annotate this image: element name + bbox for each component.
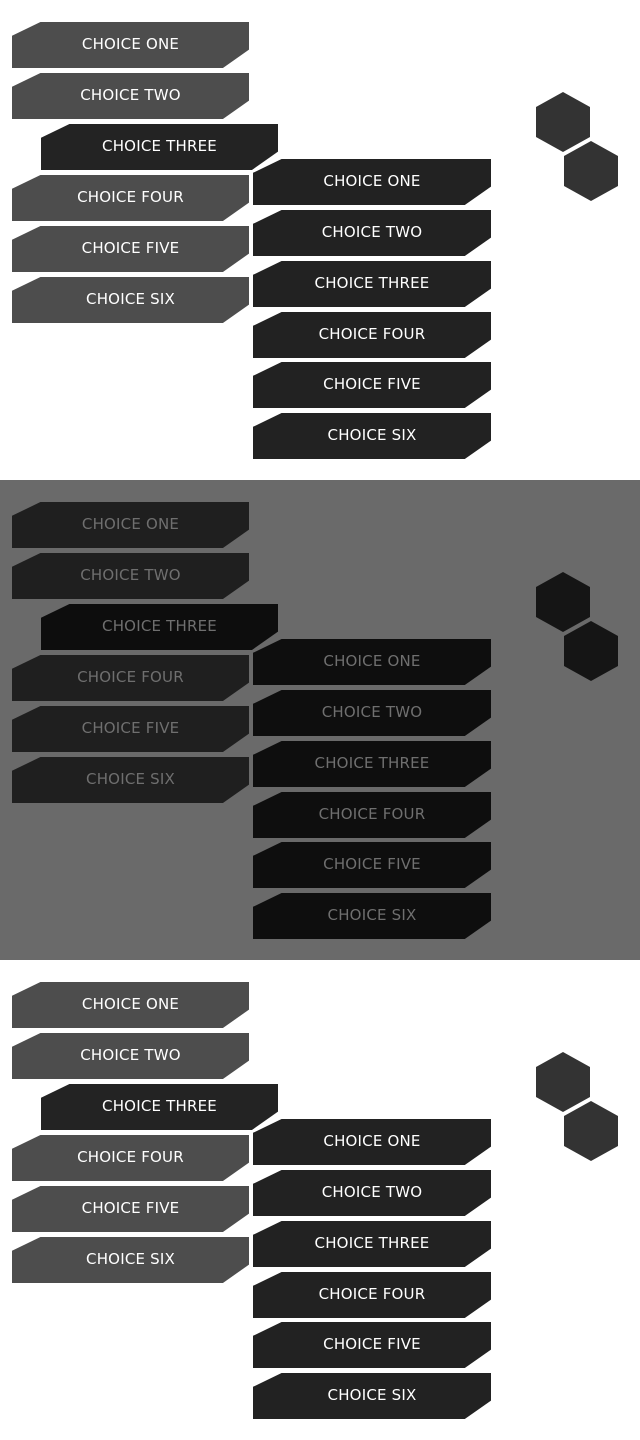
choice-label: CHOICE TWO: [80, 1046, 181, 1064]
hexagon-icon: [564, 141, 618, 201]
main-menu-choice-six: CHOICE SIX: [12, 757, 249, 803]
choice-label: CHOICE THREE: [314, 754, 430, 772]
sub-menu-choice-five[interactable]: CHOICE FIVE: [253, 362, 491, 408]
hexagon-icon: [536, 1052, 590, 1112]
main-menu-choice-five: CHOICE FIVE: [12, 706, 249, 752]
choice-label: CHOICE SIX: [327, 426, 417, 444]
sub-menu-choice-two: CHOICE TWO: [253, 690, 491, 736]
sub-menu-choice-six[interactable]: CHOICE SIX: [253, 1373, 491, 1419]
choice-label: CHOICE SIX: [86, 1250, 175, 1268]
sub-menu-choice-one[interactable]: CHOICE ONE: [253, 1119, 491, 1165]
main-menu-choice-two[interactable]: CHOICE TWO: [12, 73, 249, 119]
main-menu-choice-five[interactable]: CHOICE FIVE: [12, 1186, 249, 1232]
menu-panel-dimmed: CHOICE ONE CHOICE TWO CHOICE THREE CHOIC…: [0, 480, 640, 960]
sub-menu-choice-four: CHOICE FOUR: [253, 792, 491, 838]
choice-label: CHOICE FOUR: [318, 1285, 426, 1303]
choice-label: CHOICE TWO: [80, 86, 181, 104]
main-menu-choice-three-selected: CHOICE THREE: [41, 604, 278, 650]
sub-menu-choice-two[interactable]: CHOICE TWO: [253, 210, 491, 256]
menu-panel-normal-1: CHOICE ONE CHOICE TWO CHOICE THREE CHOIC…: [0, 0, 640, 480]
sub-menu-choice-four[interactable]: CHOICE FOUR: [253, 312, 491, 358]
choice-label: CHOICE TWO: [321, 1183, 423, 1201]
main-menu-choice-four[interactable]: CHOICE FOUR: [12, 175, 249, 221]
choice-label: CHOICE ONE: [81, 995, 180, 1013]
choice-label: CHOICE FIVE: [323, 855, 421, 873]
main-menu-choice-one[interactable]: CHOICE ONE: [12, 982, 249, 1028]
choice-label: CHOICE FIVE: [81, 1199, 180, 1217]
sub-menu-choice-one[interactable]: CHOICE ONE: [253, 159, 491, 205]
sub-menu-choice-four[interactable]: CHOICE FOUR: [253, 1272, 491, 1318]
main-menu-choice-one: CHOICE ONE: [12, 502, 249, 548]
choice-label: CHOICE TWO: [321, 223, 423, 241]
choice-label: CHOICE FOUR: [77, 668, 184, 686]
choice-label: CHOICE FIVE: [323, 1335, 421, 1353]
hexagon-icon: [564, 621, 618, 681]
sub-menu-choice-three[interactable]: CHOICE THREE: [253, 1221, 491, 1267]
hexagon-icon: [564, 1101, 618, 1161]
choice-label: CHOICE THREE: [314, 1234, 430, 1252]
sub-menu-choice-six[interactable]: CHOICE SIX: [253, 413, 491, 459]
main-menu-choice-six[interactable]: CHOICE SIX: [12, 277, 249, 323]
choice-label: CHOICE FIVE: [81, 239, 180, 257]
sub-menu-choice-two[interactable]: CHOICE TWO: [253, 1170, 491, 1216]
main-menu-choice-five[interactable]: CHOICE FIVE: [12, 226, 249, 272]
main-menu-choice-two[interactable]: CHOICE TWO: [12, 1033, 249, 1079]
main-menu-choice-four: CHOICE FOUR: [12, 655, 249, 701]
main-menu-choice-six[interactable]: CHOICE SIX: [12, 1237, 249, 1283]
choice-label: CHOICE FOUR: [77, 1148, 184, 1166]
choice-label: CHOICE ONE: [323, 1132, 421, 1150]
choice-label: CHOICE ONE: [81, 515, 180, 533]
choice-label: CHOICE THREE: [314, 274, 430, 292]
choice-label: CHOICE ONE: [81, 35, 180, 53]
main-menu-choice-three-selected[interactable]: CHOICE THREE: [41, 124, 278, 170]
choice-label: CHOICE THREE: [102, 617, 217, 635]
sub-menu-choice-three[interactable]: CHOICE THREE: [253, 261, 491, 307]
main-menu-choice-four[interactable]: CHOICE FOUR: [12, 1135, 249, 1181]
choice-label: CHOICE SIX: [327, 906, 417, 924]
choice-label: CHOICE TWO: [80, 566, 181, 584]
choice-label: CHOICE ONE: [323, 652, 421, 670]
choice-label: CHOICE TWO: [321, 703, 423, 721]
menu-panel-normal-2: CHOICE ONE CHOICE TWO CHOICE THREE CHOIC…: [0, 960, 640, 1440]
hexagon-icon: [536, 572, 590, 632]
choice-label: CHOICE ONE: [323, 172, 421, 190]
sub-menu-choice-one: CHOICE ONE: [253, 639, 491, 685]
choice-label: CHOICE FIVE: [81, 719, 180, 737]
sub-menu-choice-five[interactable]: CHOICE FIVE: [253, 1322, 491, 1368]
choice-label: CHOICE SIX: [86, 290, 175, 308]
choice-label: CHOICE THREE: [102, 137, 217, 155]
hexagon-icon: [536, 92, 590, 152]
sub-menu-choice-five: CHOICE FIVE: [253, 842, 491, 888]
choice-label: CHOICE FOUR: [318, 325, 426, 343]
sub-menu-choice-six: CHOICE SIX: [253, 893, 491, 939]
choice-label: CHOICE FOUR: [77, 188, 184, 206]
choice-label: CHOICE SIX: [327, 1386, 417, 1404]
main-menu-choice-one[interactable]: CHOICE ONE: [12, 22, 249, 68]
main-menu-choice-two: CHOICE TWO: [12, 553, 249, 599]
choice-label: CHOICE SIX: [86, 770, 175, 788]
choice-label: CHOICE FIVE: [323, 375, 421, 393]
main-menu-choice-three-selected[interactable]: CHOICE THREE: [41, 1084, 278, 1130]
sub-menu-choice-three: CHOICE THREE: [253, 741, 491, 787]
choice-label: CHOICE THREE: [102, 1097, 217, 1115]
choice-label: CHOICE FOUR: [318, 805, 426, 823]
